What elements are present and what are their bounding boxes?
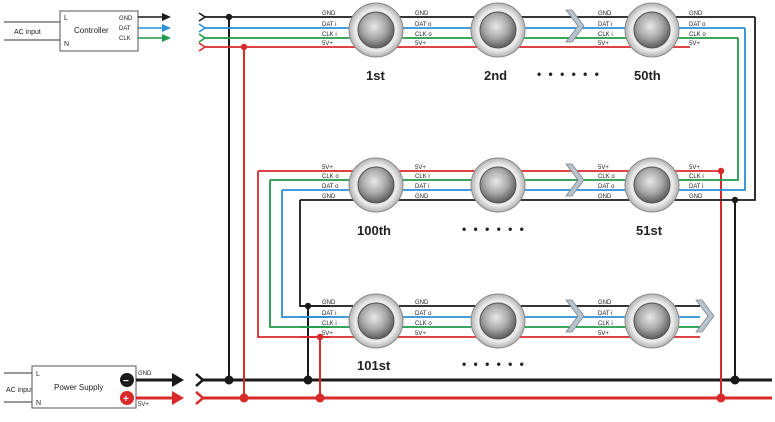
pin-label: 5V+ <box>322 165 333 171</box>
break-markers <box>565 9 715 333</box>
power-supply-n-label: N <box>36 400 41 407</box>
pin-label: GND <box>598 11 612 17</box>
led-2nd <box>470 2 526 58</box>
pin-label: DAT i <box>322 311 336 317</box>
pin-label: 5V+ <box>415 331 426 337</box>
label-50th: 50th <box>634 68 661 83</box>
pin-label: DAT i <box>598 311 612 317</box>
power-injection <box>224 13 740 403</box>
plus-terminal-icon <box>120 391 134 405</box>
controller-box <box>59 10 139 52</box>
pin-label: DAT i <box>598 22 612 28</box>
row1-to-row2-link <box>690 17 756 201</box>
pin-label: GND <box>598 194 612 200</box>
pin-label: GND <box>415 300 429 306</box>
pin-label: 5V+ <box>322 331 333 337</box>
pin-label: 5V+ <box>598 165 609 171</box>
led-100th <box>348 157 404 213</box>
pin-label: 5V+ <box>689 165 700 171</box>
power-supply-ac-input-label: AC input <box>6 387 33 394</box>
pin-label: CLK o <box>322 174 339 180</box>
power-supply-block: AC input L N Power Supply − + GND 5V+ <box>4 365 152 409</box>
pin-label: CLK i <box>598 321 613 327</box>
controller-name: Controller <box>74 26 109 35</box>
pin-label: DAT o <box>415 22 432 28</box>
pin-label: CLK i <box>322 321 337 327</box>
pin-label: CLK o <box>689 32 706 38</box>
pin-label: CLK o <box>415 32 432 38</box>
led-50th <box>624 2 680 58</box>
controller-l-label: L <box>64 15 68 22</box>
label-51st: 51st <box>636 223 663 238</box>
power-supply-5v-label: 5V+ <box>138 402 149 408</box>
led-1st <box>348 2 404 58</box>
row3-pin-labels: GND DAT i CLK i 5V+ GND DAT o CLK o 5V+ … <box>322 300 613 337</box>
power-supply-box <box>31 365 137 409</box>
minus-symbol: − <box>123 376 129 387</box>
pin-label: DAT o <box>415 311 432 317</box>
pin-label: GND <box>322 194 336 200</box>
pin-label: 5V+ <box>415 165 426 171</box>
minus-terminal-icon <box>120 373 134 387</box>
ellipsis-row2: • • • • • • <box>462 222 526 236</box>
pin-label: GND <box>322 11 336 17</box>
pin-label: CLK i <box>415 174 430 180</box>
pin-label: DAT o <box>322 184 339 190</box>
pin-label: DAT o <box>598 184 615 190</box>
row2-pin-labels: 5V+ CLK o DAT o GND 5V+ CLK i DAT i GND … <box>322 165 704 200</box>
led-row2-mid <box>470 157 526 213</box>
controller-gnd-label: GND <box>119 16 133 22</box>
row1-input-chevrons <box>198 12 207 52</box>
pin-label: 5V+ <box>689 41 700 47</box>
led-51st <box>624 157 680 213</box>
label-2nd: 2nd <box>484 68 507 83</box>
power-bus <box>136 373 772 405</box>
led-row3-mid <box>470 293 526 349</box>
ellipsis-row1: • • • • • • <box>537 67 601 81</box>
pin-label: GND <box>322 300 336 306</box>
controller-dat-label: DAT <box>119 26 131 32</box>
pin-label: DAT i <box>322 22 336 28</box>
power-supply-l-label: L <box>36 371 40 378</box>
pin-label: GND <box>598 300 612 306</box>
ellipsis-markers: • • • • • • • • • • • • • • • • • • <box>462 67 601 371</box>
ordinal-labels: 1st 2nd 50th 100th 51st 101st <box>357 68 663 373</box>
pin-label: CLK o <box>415 321 432 327</box>
pin-label: 5V+ <box>322 41 333 47</box>
pin-label: DAT i <box>415 184 429 190</box>
pin-label: CLK o <box>598 174 615 180</box>
led-101st <box>348 293 404 349</box>
plus-symbol: + <box>123 394 129 405</box>
controller-block: AC input L N Controller GND DAT CLK <box>4 10 171 52</box>
controller-clk-label: CLK <box>119 36 131 42</box>
power-supply-gnd-label: GND <box>138 371 152 377</box>
ellipsis-row3: • • • • • • <box>462 357 526 371</box>
led-row3-end <box>624 293 680 349</box>
pin-label: CLK i <box>689 174 704 180</box>
pin-label: GND <box>415 194 429 200</box>
label-1st: 1st <box>366 68 385 83</box>
pin-label: GND <box>689 11 703 17</box>
pin-label: CLK i <box>322 32 337 38</box>
pin-label: DAT o <box>689 22 706 28</box>
row1-pin-labels: GND DAT i CLK i 5V+ GND DAT o CLK o 5V+ … <box>322 11 706 47</box>
pin-label: 5V+ <box>415 41 426 47</box>
pin-label: 5V+ <box>598 41 609 47</box>
pin-label: 5V+ <box>598 331 609 337</box>
label-100th: 100th <box>357 223 391 238</box>
pin-label: GND <box>689 194 703 200</box>
controller-n-label: N <box>64 41 69 48</box>
pin-label: CLK i <box>598 32 613 38</box>
row2-to-row3-link <box>257 171 330 338</box>
label-101st: 101st <box>357 358 391 373</box>
pin-label: DAT i <box>689 184 703 190</box>
power-supply-name: Power Supply <box>54 383 103 392</box>
controller-ac-input-label: AC input <box>14 29 41 36</box>
pin-label: GND <box>415 11 429 17</box>
